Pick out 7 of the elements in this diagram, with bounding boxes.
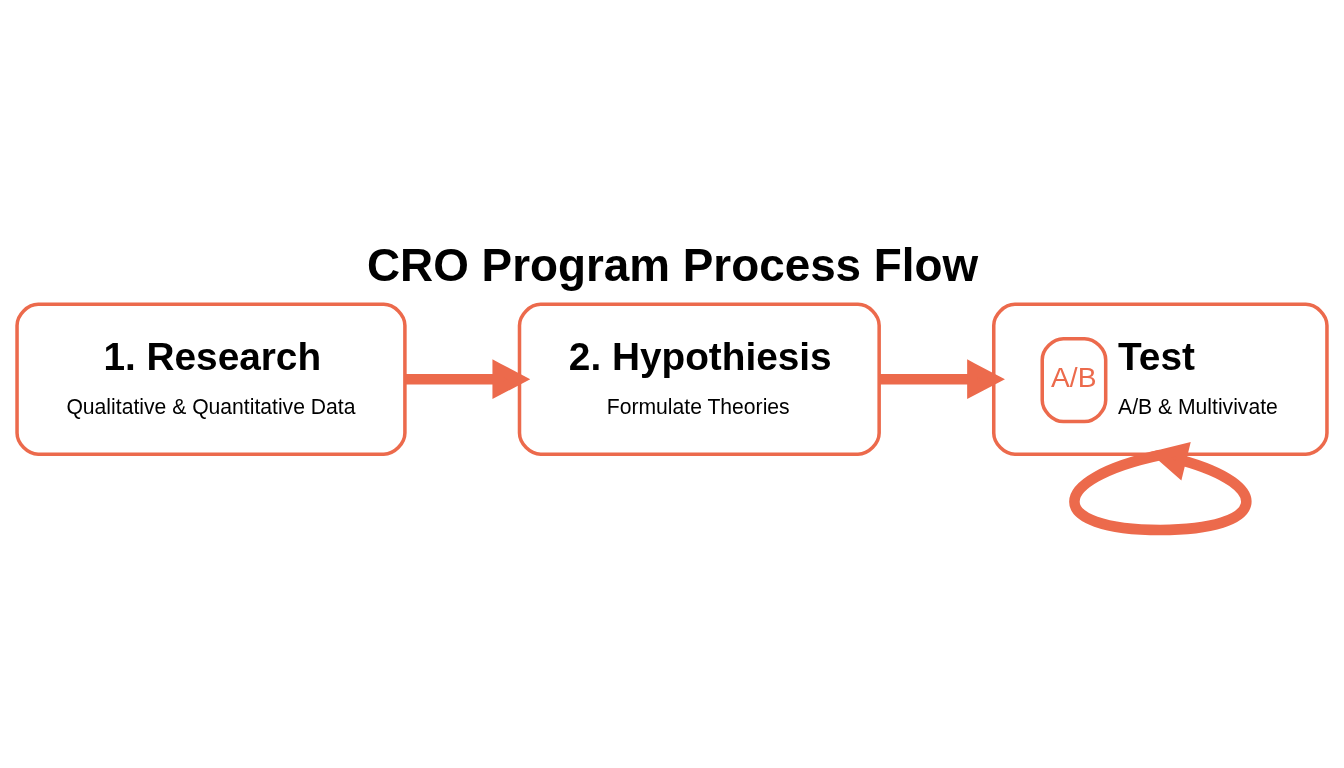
node-box: 1. Research Qualitative & Quantitative Data: [15, 302, 407, 456]
diagram-title: CRO Program Process Flow: [367, 239, 979, 291]
arrow: [1069, 441, 1252, 535]
arrow: [405, 358, 531, 399]
arrow: [879, 358, 1005, 399]
node-box: A/B Test A/B & Multivivate: [992, 302, 1329, 456]
node-box: 2. Hypothiesis Formulate Theories: [517, 302, 881, 456]
